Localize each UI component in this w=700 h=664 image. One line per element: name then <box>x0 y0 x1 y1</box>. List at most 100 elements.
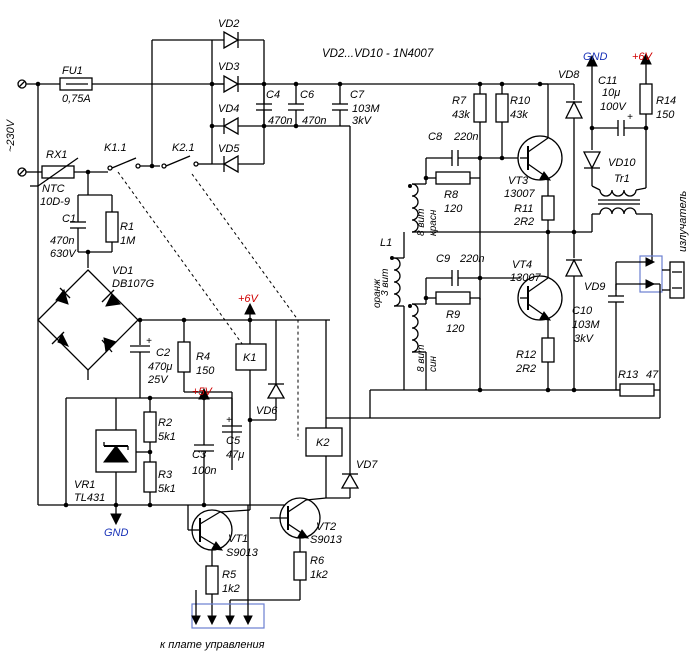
L1-ref: L1 <box>380 237 392 249</box>
K2-ref: K2 <box>316 437 329 449</box>
RX1-value-type: NTC <box>42 183 65 195</box>
VD3-ref: VD3 <box>218 61 240 73</box>
R5-ref: R5 <box>222 569 237 581</box>
winding-top-turns: 8 вит <box>416 209 427 236</box>
C3-value: 100n <box>192 465 216 477</box>
C7-ref: C7 <box>350 89 365 101</box>
R12-value: 2R2 <box>515 363 536 375</box>
relay-coil-K2 <box>305 427 343 457</box>
K2-contact <box>165 155 191 167</box>
K1-mechanical-link <box>117 171 249 353</box>
K2-contact-label: K2.1 <box>172 142 195 154</box>
resistor-R12 <box>541 337 555 363</box>
C7-value-voltage: 3kV <box>352 115 373 127</box>
VT2-ref: VT2 <box>316 521 336 533</box>
relay-coil-K1 <box>235 343 267 371</box>
plus-6v-left-label: +6V <box>238 293 260 305</box>
mains-voltage-label: ~230V <box>5 118 17 152</box>
R13-value: 47 <box>646 369 659 381</box>
C4-ref: C4 <box>266 89 280 101</box>
R2-value: 5k1 <box>158 431 176 443</box>
C2-value-capacitance: 470μ <box>148 361 172 373</box>
diode-VD10 <box>582 151 602 170</box>
R8-value: 120 <box>444 203 463 215</box>
R4-ref: R4 <box>196 351 210 363</box>
R10-value: 43k <box>510 109 528 121</box>
C11-polarity: + <box>627 112 633 123</box>
C9-ref: C9 <box>436 253 450 265</box>
winding-bottom-turns: 8 вит <box>416 345 427 372</box>
R11-ref: R11 <box>514 203 533 215</box>
C2-value-voltage: 25V <box>147 374 169 386</box>
diode-series-note: VD2...VD10 - 1N4007 <box>322 48 434 60</box>
VR1-ref: VR1 <box>74 479 95 491</box>
R9-value: 120 <box>446 323 465 335</box>
R14-value: 150 <box>656 109 675 121</box>
R3-ref: R3 <box>158 469 173 481</box>
plus-6v-right-label: +6V <box>632 51 654 63</box>
resistor-R5 <box>205 565 219 595</box>
R11-value: 2R2 <box>513 216 534 228</box>
VD10-ref: VD10 <box>608 157 636 169</box>
C1-value-capacitance: 470n <box>50 235 74 247</box>
diode-VD3 <box>223 74 240 94</box>
VT2-value: S9013 <box>310 534 343 546</box>
resistor-R11 <box>541 195 555 221</box>
resistor-R13 <box>619 383 655 397</box>
C5-polarity: + <box>226 415 232 426</box>
VT1-ref: VT1 <box>228 533 248 545</box>
plus-5v-label: +5V <box>192 386 214 398</box>
C11-value-capacitance: 10μ <box>602 87 620 99</box>
VD4-ref: VD4 <box>218 103 239 115</box>
C3-ref: C3 <box>192 449 207 461</box>
K1-contact-label: K1.1 <box>104 142 127 154</box>
diode-VD7 <box>340 472 360 489</box>
R10-ref: R10 <box>510 95 531 107</box>
resistor-R2 <box>143 411 157 443</box>
diode-VD9 <box>564 258 584 277</box>
VD9-ref: VD9 <box>584 281 605 293</box>
C10-value-voltage: 3kV <box>574 333 595 345</box>
winding-top <box>411 183 419 233</box>
diode-VD5 <box>222 154 239 174</box>
gnd-right-label: GND <box>583 51 608 63</box>
resistor-R4 <box>177 341 191 373</box>
FU1-value: 0,75A <box>62 93 91 105</box>
K1-ref: K1 <box>243 352 256 364</box>
emitter-element <box>669 261 685 299</box>
K2-mechanical-link <box>191 173 299 440</box>
VT4-value: 13007 <box>510 272 541 284</box>
C5-ref: C5 <box>226 435 241 447</box>
C9-value: 220n <box>459 253 484 265</box>
VR1-value: TL431 <box>74 492 105 504</box>
R4-value: 150 <box>196 365 215 377</box>
emitter-frame <box>639 255 663 293</box>
C10-value-capacitance: 103M <box>572 319 600 331</box>
C8-value: 220n <box>453 131 478 143</box>
K1-contact-pivot <box>107 165 113 171</box>
C8-ref: C8 <box>428 131 443 143</box>
VD6-ref: VD6 <box>256 405 278 417</box>
FU1-ref: FU1 <box>62 65 83 77</box>
R7-ref: R7 <box>452 95 467 107</box>
R1-ref: R1 <box>120 221 134 233</box>
Tr1-ref: Tr1 <box>614 173 630 185</box>
connector-label: к плате управления <box>160 639 265 651</box>
C11-value-voltage: 100V <box>600 101 627 113</box>
diode-VD8 <box>564 100 584 119</box>
VT1-value: S9013 <box>226 547 259 559</box>
winding-bottom <box>411 303 419 353</box>
resistor-R7 <box>473 93 487 123</box>
C10-ref: C10 <box>572 305 593 317</box>
winding-mid-color: оранж <box>372 278 383 308</box>
emitter-label: излучатель <box>677 191 689 252</box>
C1-ref: C1 <box>62 213 76 225</box>
C6-value: 470n <box>302 115 326 127</box>
VD1-ref: VD1 <box>112 265 133 277</box>
mains-input: ~230V <box>5 79 27 177</box>
C6-ref: C6 <box>300 89 315 101</box>
R1-value: 1M <box>120 235 136 247</box>
R6-value: 1k2 <box>310 569 328 581</box>
VT3-value: 13007 <box>504 188 535 200</box>
C5-value: 47μ <box>226 449 244 461</box>
